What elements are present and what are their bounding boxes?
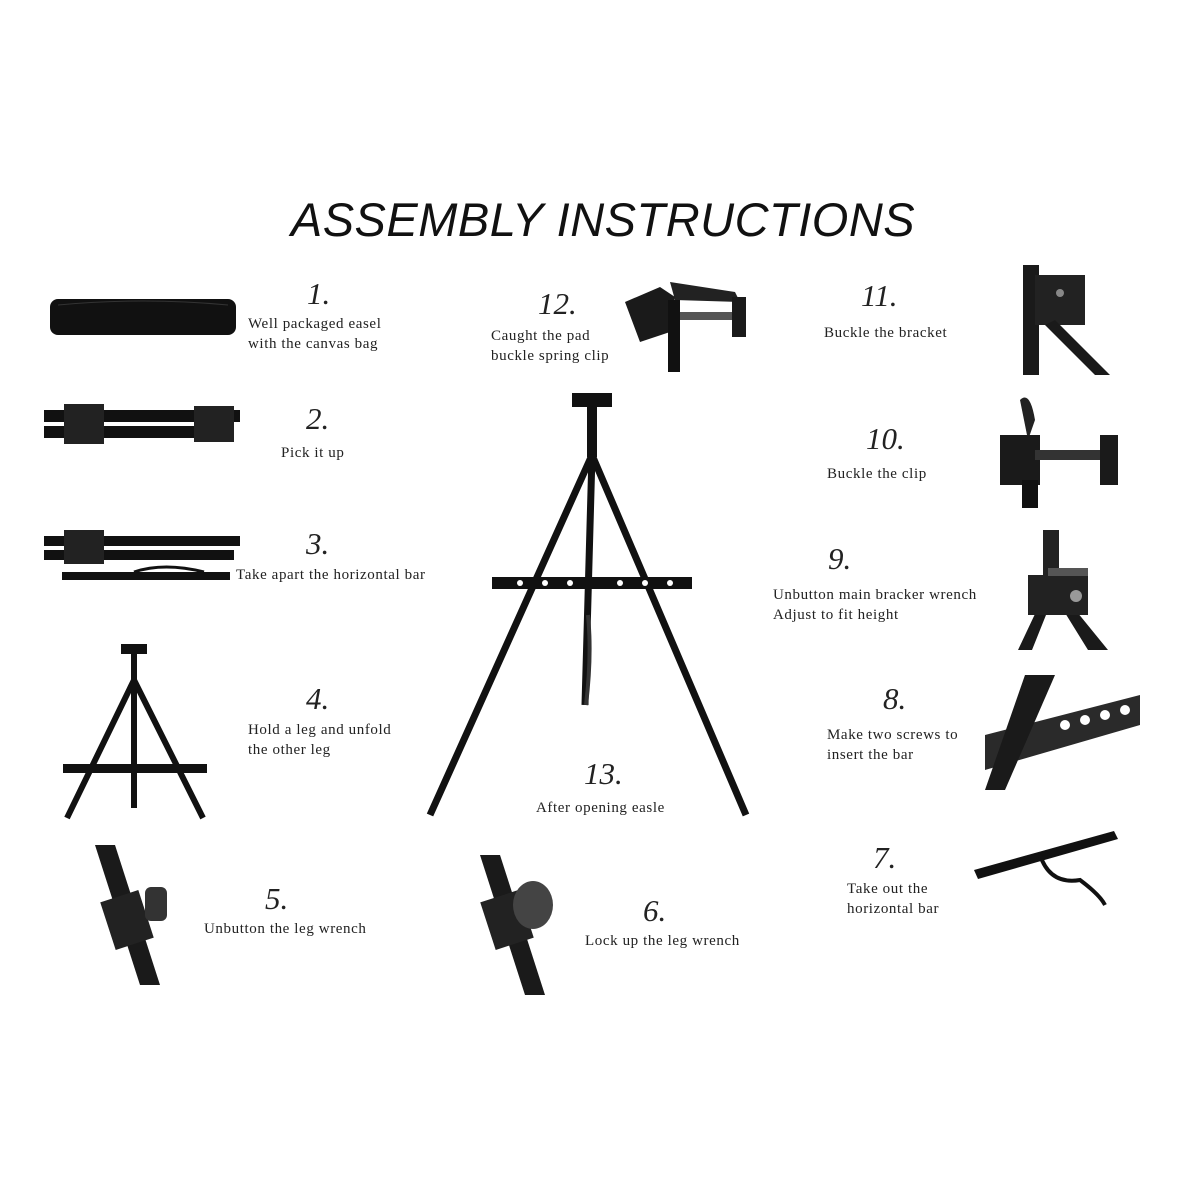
text-line: Lock up the leg wrench <box>585 933 740 949</box>
text-line: buckle spring clip <box>491 348 610 364</box>
text-line: Take apart the horizontal bar <box>236 567 426 583</box>
step-8-text: Make two screws to insert the bar <box>827 725 958 765</box>
small-easel-image <box>55 640 215 825</box>
step-4-text: Hold a leg and unfold the other leg <box>248 720 391 760</box>
folded-easel-image <box>44 400 240 450</box>
leg-wrench-locked-image <box>475 855 575 995</box>
text-line: Pick it up <box>281 445 345 461</box>
text-line: Caught the pad <box>491 328 591 344</box>
opened-easel-image <box>420 385 760 820</box>
step-1-number: 1. <box>307 276 331 311</box>
step-13-number: 13. <box>584 756 623 791</box>
step-2-text: Pick it up <box>281 443 345 463</box>
step-2-number: 2. <box>306 401 330 436</box>
step-7-text: Take out the horizontal bar <box>847 879 939 919</box>
text-line: Well packaged easel <box>248 316 382 332</box>
main-bracket-wrench-image <box>1018 530 1123 650</box>
text-line: the other leg <box>248 742 331 758</box>
text-line: Adjust to fit height <box>773 607 899 623</box>
step-6-number: 6. <box>643 893 667 928</box>
text-line: insert the bar <box>827 747 914 763</box>
step-4-number: 4. <box>306 681 330 716</box>
step-3-text: Take apart the horizontal bar <box>236 565 426 585</box>
step-13-text: After opening easle <box>536 798 665 818</box>
step-3-number: 3. <box>306 526 330 561</box>
page-title: ASSEMBLY INSTRUCTIONS <box>290 193 916 246</box>
text-line: horizontal bar <box>847 901 940 917</box>
horizontal-bar-image <box>970 825 1120 910</box>
text-line: Buckle the clip <box>827 466 927 482</box>
text-line: Buckle the bracket <box>824 325 948 341</box>
bar-separated-image <box>44 528 240 586</box>
step-8-number: 8. <box>883 681 907 716</box>
canvas-bag-image <box>48 295 238 340</box>
clip-image <box>1000 390 1120 508</box>
step-10-text: Buckle the clip <box>827 464 927 484</box>
step-1-text: Well packaged easel with the canvas bag <box>248 314 381 354</box>
spring-clip-image <box>620 272 755 372</box>
step-11-text: Buckle the bracket <box>824 323 947 343</box>
text-line: with the canvas bag <box>248 336 379 352</box>
text-line: Hold a leg and unfold <box>248 722 392 738</box>
step-11-number: 11. <box>861 278 898 313</box>
text-line: After opening easle <box>536 800 665 816</box>
step-5-text: Unbutton the leg wrench <box>204 919 367 939</box>
text-line: Unbutton main bracker wrench <box>773 587 977 603</box>
bar-screws-image <box>985 675 1140 790</box>
step-9-number: 9. <box>828 541 852 576</box>
text-line: Unbutton the leg wrench <box>204 921 367 937</box>
step-5-number: 5. <box>265 881 289 916</box>
leg-wrench-open-image <box>85 845 185 985</box>
text-line: Make two screws to <box>827 727 959 743</box>
bracket-image <box>1015 265 1115 375</box>
text-line: Take out the <box>847 881 929 897</box>
step-10-number: 10. <box>866 421 905 456</box>
step-12-number: 12. <box>538 286 577 321</box>
step-6-text: Lock up the leg wrench <box>585 931 740 951</box>
step-12-text: Caught the pad buckle spring clip <box>491 326 609 366</box>
step-7-number: 7. <box>873 840 897 875</box>
